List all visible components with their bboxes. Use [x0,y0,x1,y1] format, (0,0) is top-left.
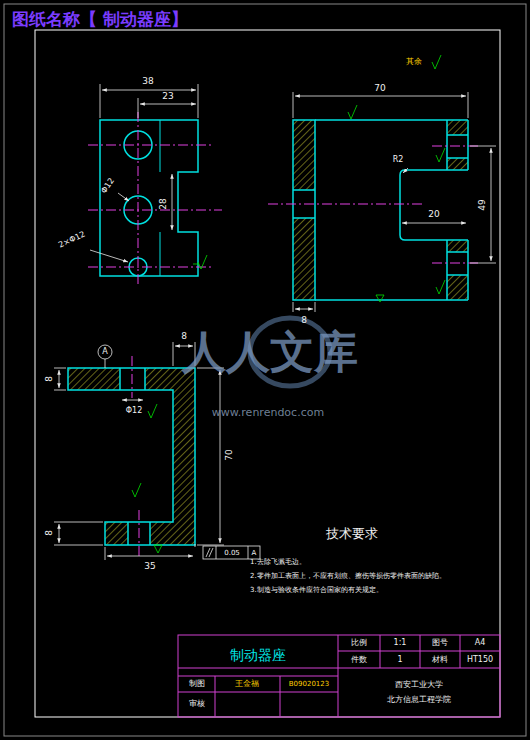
table-cell: 图号 [432,639,448,647]
tech-note: 1.去除飞溅毛边。 [250,559,306,566]
diameter-dim: Φ12 [100,177,116,195]
datum-letter: A [252,550,257,557]
dimension: 49 [478,199,487,210]
dimension: 70 [374,84,385,93]
diameter-dim: Φ12 [126,407,142,415]
table-cell: 王金福 [235,680,259,688]
table-cell: 1:1 [394,639,407,647]
side-view [54,342,260,560]
datum-letter: A [102,348,107,356]
dimension: 35 [144,562,155,571]
table-cell: A4 [475,639,486,647]
hole-dim: 2×Φ12 [57,230,86,249]
watermark: 人人文库 [182,330,358,374]
table-cell: 制图 [189,680,205,688]
dimension: 8 [45,376,54,382]
top-left-view [88,84,222,286]
inner-frame [35,30,500,717]
outer-border [4,4,526,736]
dimension: 20 [428,210,439,219]
table-cell: B09020123 [289,681,329,688]
section-view [268,55,496,312]
table-cell: 1 [397,656,402,664]
dimension: 8 [45,530,54,536]
watermark-url: www.renrendoc.com [212,407,324,418]
part-name: 制动器座 [230,648,286,662]
tech-note: 2.零件加工表面上，不应有划痕、擦伤等损伤零件表面的缺陷。 [250,573,446,580]
title-block [178,635,500,717]
school-name: 西安工业大学 [395,681,443,689]
dimension: 38 [142,77,153,86]
notes-heading: 技术要求 [326,527,378,540]
drawing-title: 图纸名称【 制动器座】 [12,11,188,28]
dimension: 70 [225,449,234,460]
roughness-note: 其余 [406,58,422,66]
dimension: 23 [162,92,173,101]
table-cell: 件数 [351,656,367,664]
tolerance-value: 0.05 [224,550,240,557]
table-cell: 审核 [189,700,205,708]
dimension: 28 [159,198,168,209]
table-cell: 材料 [432,656,448,664]
school-name: 北方信息工程学院 [387,696,451,704]
tech-note: 3.制造与验收条件应符合国家的有关规定。 [250,587,383,594]
dimension: 8 [301,316,307,325]
table-cell: 比例 [351,639,367,647]
table-cell: HT150 [467,656,493,664]
radius-dim: R2 [393,156,404,164]
